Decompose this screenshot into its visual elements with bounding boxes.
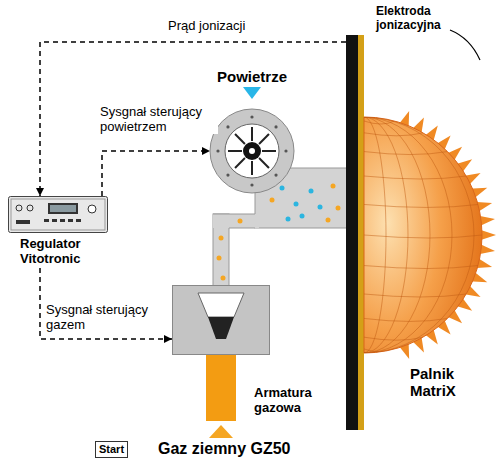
signal-line <box>40 42 346 196</box>
controller-shape <box>8 196 108 233</box>
node-label: Start <box>96 442 127 457</box>
gas-valve-symbol <box>173 286 270 355</box>
start-button: Start <box>95 441 128 458</box>
burner-mesh <box>254 117 482 353</box>
gas-inlet-arrow <box>209 425 233 438</box>
fuel-label: Gaz ziemny GZ50 <box>158 440 291 458</box>
air-particles <box>280 186 323 222</box>
fan-symbol <box>210 109 294 193</box>
air-inlet-arrow <box>243 87 261 99</box>
leader-line <box>450 30 480 60</box>
node-label: Armatura gazowa <box>254 385 326 415</box>
signal-line <box>102 151 210 196</box>
signal-label: Sysgnał sterujący powietrzem <box>100 104 218 134</box>
gas-pipe <box>206 355 236 421</box>
node-label: Elektroda jonizacyjna <box>376 4 458 32</box>
signal-line <box>40 268 172 339</box>
node-label: Palnik MatriX <box>410 365 486 399</box>
signal-label: Sysgnał sterujący gazem <box>46 302 164 332</box>
electrode-plate <box>346 35 364 430</box>
burner-sphere: Palnik MatriX <box>364 115 484 355</box>
ionization-electrode-shape <box>346 35 364 430</box>
signal-label: Prąd jonizacji <box>168 18 245 33</box>
controller: Regulator Vitotronic <box>8 196 108 266</box>
node-label: Powietrze <box>202 68 302 86</box>
burner-sphere <box>364 117 482 353</box>
burner-sphere-shape <box>364 115 484 355</box>
node-label: Regulator Vitotronic <box>8 236 100 266</box>
fan-blower: Powietrze <box>210 109 294 193</box>
gas-particles <box>217 184 341 281</box>
fan-blower-shape <box>210 109 294 193</box>
gas-valve: Armatura gazowa <box>172 285 270 355</box>
ionization-electrode: Elektroda jonizacyjna <box>346 35 364 430</box>
gas-valve-shape <box>172 285 270 355</box>
controller-device <box>9 197 108 233</box>
